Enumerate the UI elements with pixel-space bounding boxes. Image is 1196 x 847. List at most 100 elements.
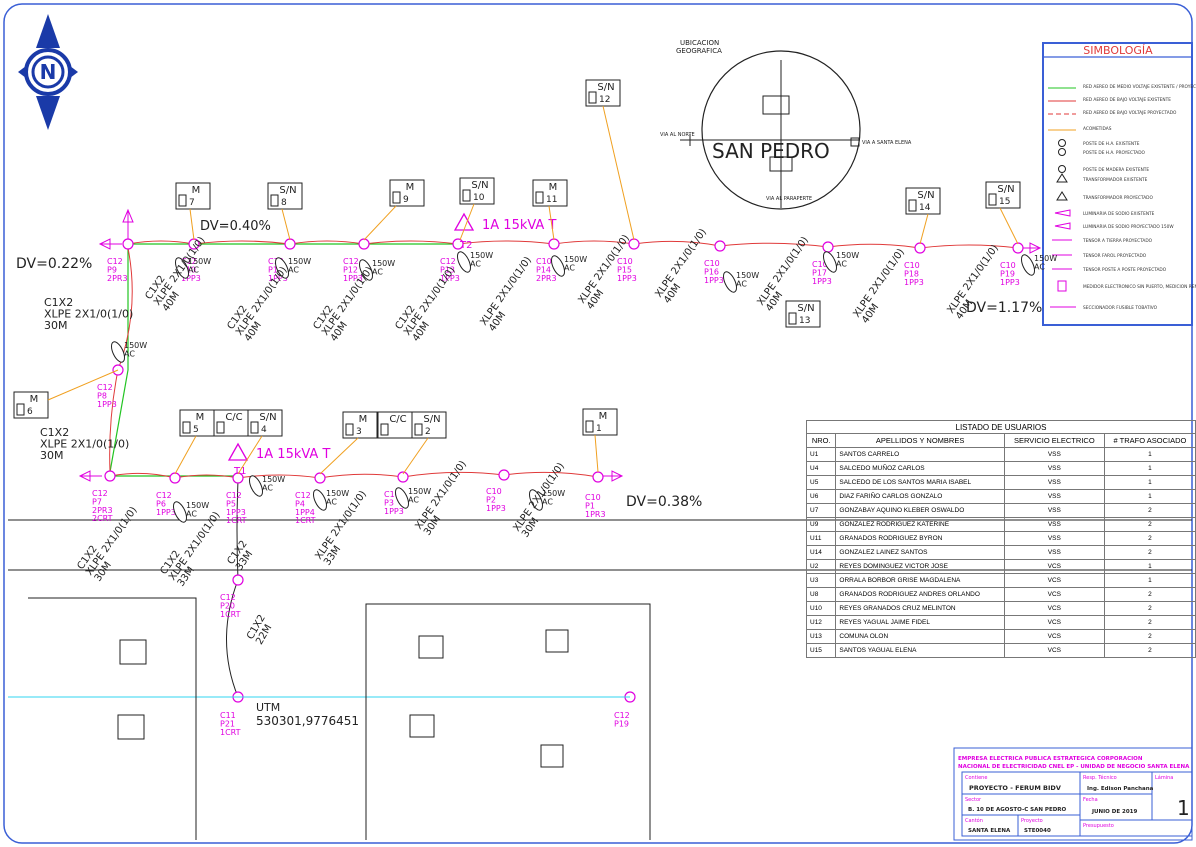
table-cell: U7 <box>805 503 837 518</box>
pole-icon <box>498 469 510 481</box>
svg-text:Cantón: Cantón <box>965 817 983 824</box>
meter-top: S/N <box>917 190 934 201</box>
meter-7: M7 <box>175 182 211 210</box>
transformer-top-icon <box>453 212 475 231</box>
meter-num: 7 <box>189 198 195 208</box>
acometida-line <box>602 105 635 241</box>
svg-text:Proyecto: Proyecto <box>1021 818 1043 824</box>
table-cell: REYES DOMINGUEZ VICTOR JOSE <box>835 559 1005 574</box>
pole-icon <box>397 471 409 483</box>
meter-box <box>13 391 49 419</box>
table-cell: VCS <box>1003 615 1105 630</box>
meter-box <box>411 411 447 439</box>
luminaire-icon <box>823 251 837 273</box>
lv-span <box>127 240 195 245</box>
pole-icon <box>314 472 326 484</box>
luminaire-icon <box>173 501 187 523</box>
meter-num: 5 <box>193 425 199 435</box>
meter-top: S/N <box>279 185 296 196</box>
table-cell: VSS <box>1003 489 1105 504</box>
meter-icon <box>392 191 401 204</box>
location-title-1: UBICACION <box>680 39 719 47</box>
meter-box <box>459 177 495 205</box>
meter-num: 12 <box>599 95 610 105</box>
legend-item-label: TENSOR POSTE A POSTE PROYECTADO <box>1082 267 1167 273</box>
meter-top: M <box>359 414 368 425</box>
legend-item-label: RED AEREO DE MEDIO VOLTAJE EXISTENTE / P… <box>1083 84 1196 90</box>
meter-num: 8 <box>281 198 287 208</box>
pole-icon <box>169 472 181 484</box>
table-cell: VCS <box>1003 559 1105 574</box>
meter-top: S/N <box>797 303 814 314</box>
table-cell: COMUNA OLON <box>835 629 1005 644</box>
lv-span <box>919 244 1019 249</box>
meter-num: 15 <box>999 197 1010 207</box>
pole-icon <box>358 238 370 250</box>
table-cell: 1 <box>1103 447 1196 462</box>
table-cell: 1 <box>1103 461 1196 476</box>
legend-pole-icon <box>1058 139 1066 147</box>
meter-top: S/N <box>259 412 276 423</box>
meter-icon <box>414 423 423 436</box>
meter-box <box>785 300 821 328</box>
luminaire-icon <box>457 251 471 273</box>
table-cell: SANTOS YAGUAL ELENA <box>835 643 1005 658</box>
col-servicio: SERVICIO ELECTRICO <box>1003 433 1105 448</box>
table-cell: GONZALEZ RODRIGUEZ KATERINE <box>835 517 1005 532</box>
acometida-line <box>459 203 475 241</box>
table-cell: VSS <box>1003 461 1105 476</box>
meter-2: S/N2 <box>411 411 447 439</box>
meter-cc: C/C <box>213 409 249 437</box>
span-label: XLPE 2X1/0(1/0)40M <box>478 255 542 334</box>
pole-icon <box>122 238 134 250</box>
meter-top: C/C <box>389 414 406 425</box>
dv-right: DV=1.17% <box>966 300 1042 316</box>
meter-box <box>585 79 621 107</box>
table-cell: U6 <box>805 489 837 504</box>
pole-icon <box>232 472 244 484</box>
table-cell: 2 <box>1103 503 1196 518</box>
meter-icon <box>908 199 917 212</box>
north-compass-icon: N <box>18 14 78 130</box>
meter-num: 6 <box>27 407 33 417</box>
svg-text:Presupuesto: Presupuesto <box>1083 823 1114 829</box>
span-label: C1X2XLPE 2X1/0(1/0)40M <box>225 259 298 344</box>
meter-num: 2 <box>425 427 431 437</box>
meter-top: S/N <box>597 82 614 93</box>
meter-8: S/N 8 <box>267 182 303 210</box>
meter-top: M <box>599 411 608 422</box>
meter-box <box>342 411 378 439</box>
legend-lamp-icon <box>1054 209 1071 217</box>
meter-box <box>179 409 215 437</box>
legend-item-label: POSTE DE MADERA EXISTENTE <box>1083 167 1149 173</box>
meter-12: S/N 12 <box>585 79 621 107</box>
meter-icon <box>270 194 279 207</box>
table-cell: VSS <box>1003 545 1105 560</box>
table-cell: GONZABAY AQUINO KLEBER OSWALDO <box>835 503 1005 518</box>
luminaire-icon <box>313 489 327 511</box>
meter-top: M <box>196 412 205 423</box>
location-title-2: GEOGRAFICA <box>676 47 722 55</box>
meter-icon <box>216 421 225 434</box>
utm-value: 530301,9776451 <box>256 714 359 728</box>
table-cell: U14 <box>805 545 837 560</box>
luminaire-icon <box>275 257 289 279</box>
meter-15: S/N15 <box>985 181 1021 209</box>
